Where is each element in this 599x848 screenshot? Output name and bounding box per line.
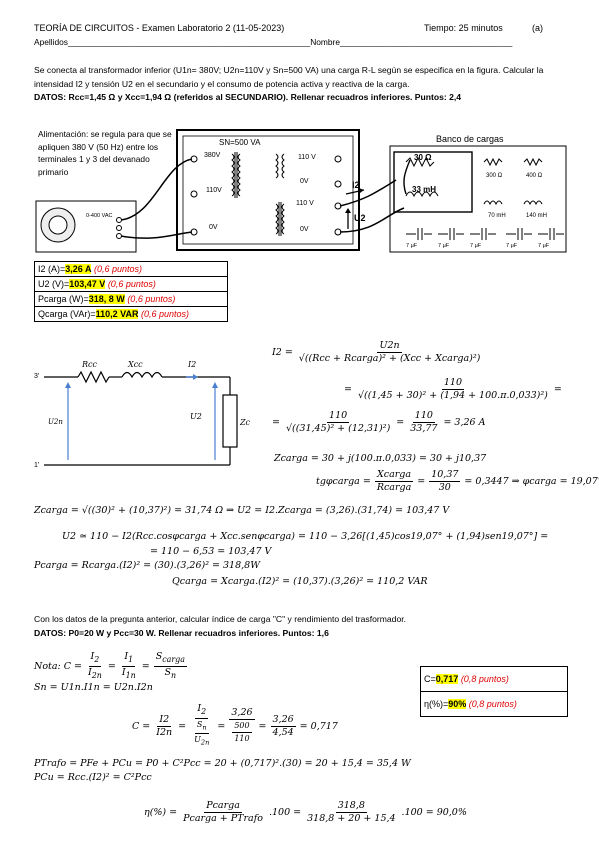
answer-row-i2: I2 (A)=3,26 A (0,6 puntos) <box>34 261 228 277</box>
answer-value[interactable]: 90% <box>448 699 467 709</box>
problem2-statement: Con los datos de la pregunta anterior, c… <box>34 614 407 624</box>
equivalent-circuit <box>44 370 238 466</box>
answer-row-u2: U2 (V)=103,47 V (0,6 puntos) <box>34 276 228 292</box>
name-line: Apellidos_______________________________… <box>34 37 513 47</box>
problem1-data: DATOS: Rcc=1,45 Ω y Xcc=1,94 Ω (referido… <box>34 92 462 102</box>
load-r400: 400 Ω <box>526 173 543 179</box>
answer-value[interactable]: 3,26 A <box>65 264 92 274</box>
answer-value[interactable]: 110,2 VAR <box>95 309 139 319</box>
answer-value[interactable]: 0,717 <box>435 674 459 684</box>
load-l70: 70 mH <box>488 213 506 219</box>
transformer-rating: SN=500 VA <box>219 138 261 147</box>
circuit-zc: Zc <box>240 418 251 427</box>
sec1-0v: 0V <box>300 178 309 185</box>
cap-3: 7 μF <box>470 243 482 249</box>
exam-variant: (a) <box>532 23 543 33</box>
variac-range: 0-400 VAC <box>86 213 113 219</box>
pcu-formula: PCu = Rcc.(I2)² = C²Pcc <box>34 772 152 783</box>
current-i2-label: I2 <box>352 180 360 190</box>
answer-value[interactable]: 103,47 V <box>69 279 106 289</box>
answer-row-p: Pcarga (W)=318, 8 W (0,6 puntos) <box>34 291 228 307</box>
answer-row-c: C=0,717 (0,8 puntos) <box>420 666 568 692</box>
pcarga-formula: Pcarga = Rcarga.(I2)² = (30).(3,26)² = 3… <box>34 560 260 571</box>
problem2-data: DATOS: P0=20 W y Pcc=30 W. Rellenar recu… <box>34 628 329 638</box>
exam-title: TEORÍA DE CIRCUITOS - Examen Laboratorio… <box>34 23 285 33</box>
sec2-0v: 0V <box>300 226 309 233</box>
i2-formula: I2 = U2n√((Rcc + Rcarga)² + (Xcc + Xcarg… <box>272 340 481 364</box>
circuit-node-3: 3' <box>34 373 40 380</box>
cap-2: 7 μF <box>438 243 450 249</box>
voltage-u2-label: U2 <box>354 213 366 223</box>
answers-table-2: C=0,717 (0,8 puntos) η(%)=90% (0,8 punto… <box>420 666 568 717</box>
circuit-xcc: Xcc <box>128 360 143 369</box>
sn-relation: Sn = U1n.I1n = U2n.I2n <box>34 682 153 693</box>
cap-4: 7 μF <box>506 243 518 249</box>
circuit-u2n: U2n <box>48 418 63 426</box>
supply-note: Alimentación: se regula para que se apli… <box>38 129 172 177</box>
qcarga-formula: Qcarga = Xcarga.(I2)² = (10,37).(3,26)² … <box>172 576 428 587</box>
terminal-0v: 0V <box>209 224 218 231</box>
answer-value[interactable]: 318, 8 W <box>88 294 125 304</box>
wiring-diagram <box>35 129 567 253</box>
exam-time: Tiempo: 25 minutos <box>424 23 503 33</box>
circuit-u2: U2 <box>190 412 202 421</box>
cap-1: 7 μF <box>406 243 418 249</box>
zcarga-complex: Zcarga = 30 + j(100.π.0,033) = 30 + j10,… <box>274 453 487 464</box>
u2-approximation: U2 ≃ 110 − I2(Rcc.cosφcarga + Xcc.senφca… <box>62 531 549 542</box>
load-l140: 140 mH <box>526 213 548 219</box>
load-l33: 33 mH <box>412 185 437 194</box>
sec1-110v: 110 V <box>298 154 316 161</box>
answer-row-q: Qcarga (VAr)=110,2 VAR (0,6 puntos) <box>34 306 228 322</box>
problem1-statement: Se conecta al transformador inferior (U1… <box>34 65 544 89</box>
answers-table-1: I2 (A)=3,26 A (0,6 puntos) U2 (V)=103,47… <box>34 261 228 322</box>
zcarga-modulus: Zcarga = √((30)² + (10,37)²) = 31,74 Ω ⇒… <box>34 505 450 516</box>
u2-approx-result: = 110 − 6,53 = 103,47 V <box>150 546 272 557</box>
ptrafo-formula: PTrafo = PFe + PCu = P0 + C²Pcc = 20 + (… <box>34 758 411 769</box>
i2-substitution: = 110√((1,45 + 30)² + (1,94 + 100.π.0,03… <box>344 377 562 401</box>
cap-5: 7 μF <box>538 243 550 249</box>
sec2-110v: 110 V <box>296 200 314 207</box>
lab-figure: Alimentación: se regula para que se apli… <box>34 124 568 258</box>
circuit-rcc: Rcc <box>82 360 97 369</box>
circuit-node-1: 1' <box>34 462 40 469</box>
terminal-110v: 110V <box>206 187 222 194</box>
terminal-380v: 380V <box>204 152 221 159</box>
answer-row-eta: η(%)=90% (0,8 puntos) <box>420 691 568 717</box>
load-r30: 30 Ω <box>414 153 432 162</box>
load-r300: 300 Ω <box>486 173 503 179</box>
load-bank-title: Banco de cargas <box>436 134 504 144</box>
circuit-i2: I2 <box>188 360 197 369</box>
